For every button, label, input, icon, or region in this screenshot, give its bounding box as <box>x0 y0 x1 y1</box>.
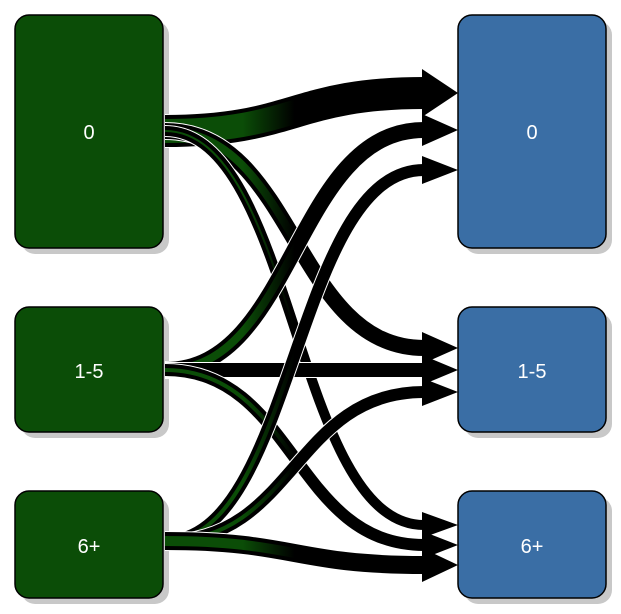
flow-band <box>164 126 425 374</box>
flow-band <box>164 168 425 543</box>
flow-band <box>164 130 425 526</box>
arrow-head-icon <box>422 531 458 559</box>
source-node-6plus[interactable]: 6+ <box>14 490 164 599</box>
arrow-head-icon <box>422 114 458 146</box>
arrow-head-icon <box>422 332 458 364</box>
source-node-1-5[interactable]: 1-5 <box>14 306 164 433</box>
target-node-1-5-box[interactable] <box>457 306 607 433</box>
source-node-6plus-box[interactable] <box>14 490 164 599</box>
arrow-head-icon <box>422 156 458 184</box>
flow-0-to-6+[interactable] <box>164 125 458 538</box>
flow-6+-to-0[interactable] <box>164 156 458 548</box>
flow-band <box>164 536 425 570</box>
target-node-0-box[interactable] <box>457 14 607 249</box>
target-node-6plus-label: 6+ <box>521 536 544 558</box>
target-node-1-5-label: 1-5 <box>518 361 547 383</box>
flow-0-to-0[interactable] <box>164 69 458 148</box>
flows <box>164 69 458 582</box>
source-node-1-5-label: 1-5 <box>75 361 104 383</box>
source-node-6plus-label: 6+ <box>78 536 101 558</box>
source-node-0-box[interactable] <box>14 14 164 249</box>
source-node-1-5-box[interactable] <box>14 306 164 433</box>
target-node-0-label: 0 <box>526 122 537 144</box>
flow-band <box>164 390 425 543</box>
flow-6+-to-6+[interactable] <box>164 531 458 582</box>
arrow-head-icon <box>422 69 458 117</box>
arrow-head-icon <box>422 355 458 385</box>
target-node-0[interactable]: 0 <box>457 14 607 249</box>
flow-band <box>164 81 425 143</box>
source-node-0[interactable]: 0 <box>14 14 164 249</box>
source-node-0-label: 0 <box>83 122 94 144</box>
target-node-6plus-box[interactable] <box>457 490 607 599</box>
target-node-6plus[interactable]: 6+ <box>457 490 607 599</box>
arrow-head-icon <box>422 512 458 538</box>
flow-1-5-to-0[interactable] <box>164 114 458 379</box>
arrow-head-icon <box>422 548 458 582</box>
arrow-head-icon <box>422 378 458 406</box>
target-node-1-5[interactable]: 1-5 <box>457 306 607 433</box>
